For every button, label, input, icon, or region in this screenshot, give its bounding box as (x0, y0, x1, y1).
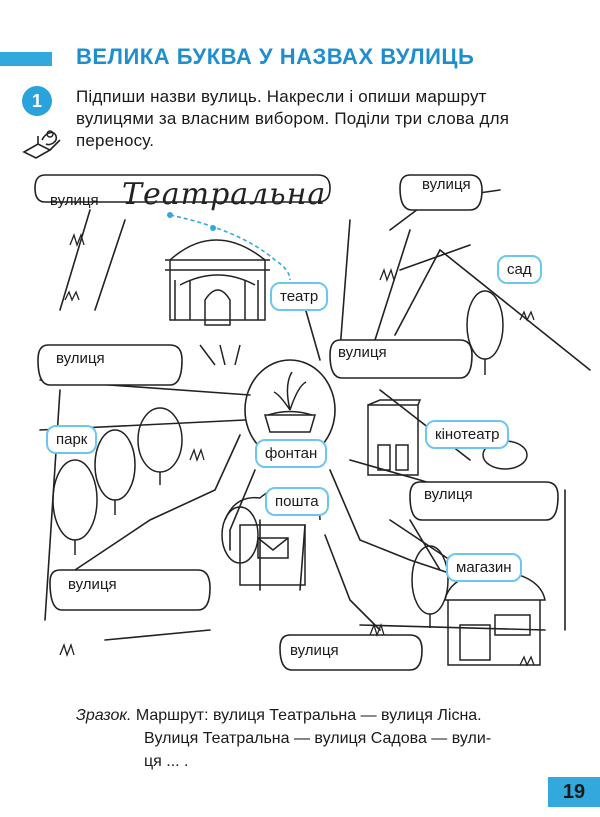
street-sign (37, 344, 183, 386)
street-sign (279, 634, 423, 671)
grass-tufts (59, 233, 535, 667)
street-sign (399, 174, 483, 211)
theatre-building (165, 239, 270, 366)
sample-line: ця ... . (144, 753, 189, 770)
road-edge (59, 209, 91, 311)
road-edge (229, 469, 256, 551)
shop-building (444, 569, 546, 666)
road-edge (104, 629, 211, 641)
task-instructions: Підпиши назви вулиць. Накресли і опиши м… (76, 86, 556, 152)
example-street-name: Театральна (122, 177, 327, 212)
sample-text: Зразок. Маршрут: вулиця Театральна — вул… (76, 704, 566, 773)
task-number-badge: 1 (22, 86, 52, 116)
road-edge (299, 524, 306, 591)
instruction-line: вулицями за власним вибором. Поділи три … (76, 109, 510, 128)
fountain (263, 371, 317, 433)
road-edge (409, 519, 441, 571)
road-edge (389, 519, 451, 561)
street-label: вулиця (50, 192, 99, 209)
street-label: вулиця (68, 576, 117, 593)
page-number: 19 (548, 777, 600, 807)
street-sign (409, 481, 559, 521)
road-edge (374, 229, 411, 341)
sample-lead: Зразок. (76, 707, 132, 724)
road-edge (324, 534, 381, 631)
road-edge (394, 248, 591, 371)
connector-line (169, 214, 291, 281)
instruction-line: Підпиши назви вулиць. Накресли і опиши м… (76, 87, 487, 106)
sample-route: Маршрут: вулиця Театральна — вулиця Лісн… (135, 707, 482, 724)
street-sign (49, 569, 211, 611)
road-edge (339, 219, 351, 351)
road-edge (94, 219, 126, 311)
road-edge (74, 434, 241, 571)
place-tag-post: пошта (265, 487, 329, 516)
map-drawing (34, 174, 591, 671)
street-label: вулиця (424, 486, 473, 503)
park-trees (52, 290, 528, 628)
instruction-line: переносу. (76, 131, 155, 150)
place-tag-cinema: кінотеатр (425, 420, 510, 449)
cinema-building (367, 399, 422, 476)
street-label: вулиця (422, 176, 471, 193)
street-label: вулиця (338, 344, 387, 361)
place-tag-fountain: фонтан (255, 439, 328, 468)
title-accent-bar (0, 52, 52, 66)
road-edge (399, 244, 471, 271)
sample-line: Вулиця Театральна — вулиця Садова — вули… (144, 730, 492, 747)
page-title: ВЕЛИКА БУКВА У НАЗВАХ ВУЛИЦЬ (76, 44, 475, 69)
place-tag-shop: магазин (446, 553, 522, 582)
sample-line: Зразок. Маршрут: вулиця Театральна — вул… (76, 704, 566, 727)
street-map: вулиця Театральна вулиця вулиця вулиця в… (0, 160, 600, 690)
street-label: вулиця (290, 642, 339, 659)
place-tag-theatre: театр (270, 282, 329, 311)
street-sign (34, 174, 331, 203)
place-tag-park: парк (46, 425, 98, 454)
writing-hand-icon (22, 130, 61, 159)
place-tag-garden: сад (497, 255, 542, 284)
street-label: вулиця (56, 350, 105, 367)
road-edge (359, 624, 546, 631)
